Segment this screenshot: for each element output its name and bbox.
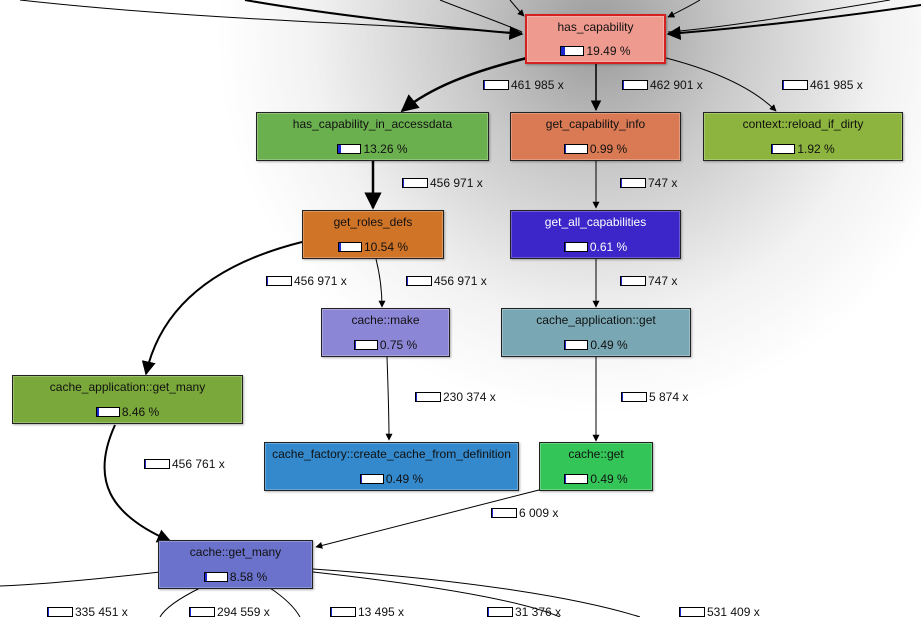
edge-label: 747 x [620,274,677,288]
node-percent: 0.49 % [385,472,424,486]
node-has-capability[interactable]: has_capability 19.49 % [525,14,666,64]
edge-e14 [159,587,201,617]
percent-bar [563,144,588,154]
edge-in-5 [667,0,701,18]
edge-label: 462 901 x [622,78,703,92]
node-percent: 0.75 % [379,338,418,352]
edge-in-4 [509,0,525,17]
percent-bar [95,407,120,417]
node-cache-application-get-many[interactable]: cache_application::get_many 8.46 % [12,375,243,424]
node-label: context::reload_if_dirty [742,117,864,131]
edge-label: 6 009 x [491,506,558,520]
edge-label: 294 559 x [189,605,270,619]
edge-in-6 [666,4,921,41]
edge-label: 747 x [620,176,677,190]
edge-label: 456 971 x [266,274,347,288]
edge-in-7 [667,0,891,33]
node-label: cache_application::get [536,313,656,327]
node-label: cache_factory::create_cache_from_definit… [272,447,511,461]
edge-label: 335 451 x [47,605,128,619]
node-percent: 13.26 % [363,142,408,156]
node-percent: 1.92 % [797,142,835,156]
node-percent: 0.99 % [589,142,628,156]
percent-bar [564,340,589,350]
edge-e12 [315,489,540,549]
edge-e3 [665,57,777,112]
percent-bar [560,46,585,56]
node-cache-application-get[interactable]: cache_application::get 0.49 % [501,308,691,357]
edge-in-2 [244,0,524,40]
percent-bar [771,144,796,154]
node-cache-make[interactable]: cache::make 0.75 % [321,308,450,357]
percent-bar [359,474,384,484]
node-percent: 0.49 % [590,338,628,352]
node-label: has_capability_in_accessdata [292,117,453,131]
percent-bar [337,242,362,252]
node-has-capability-in-accessdata[interactable]: has_capability_in_accessdata 13.26 % [256,112,489,161]
edge-label: 456 971 x [406,274,487,288]
node-label: has_capability [557,20,634,34]
node-label: get_capability_info [545,117,646,131]
edge-e13 [0,571,161,587]
node-context-reload-if-dirty[interactable]: context::reload_if_dirty 1.92 % [703,112,903,161]
node-label: cache_application::get_many [49,380,206,394]
edge-label: 5 874 x [621,390,688,404]
edge-e11 [103,424,172,543]
edge-label: 230 374 x [415,390,496,404]
node-percent: 8.46 % [121,405,160,419]
percent-bar [563,242,588,252]
node-label: cache::get_many [189,545,282,559]
edge-label: 461 985 x [483,78,564,92]
edge-e1 [400,56,528,113]
node-percent: 0.61 % [589,240,628,254]
node-get-capability-info[interactable]: get_capability_info 0.99 % [510,112,681,161]
node-percent: 10.54 % [363,240,409,254]
edge-e16 [312,571,561,617]
edge-label: 531 409 x [679,605,760,619]
node-get-all-capabilities[interactable]: get_all_capabilities 0.61 % [510,210,681,259]
edge-label: 456 761 x [144,457,225,471]
edge-in-3 [439,0,523,33]
edge-label: 461 985 x [782,78,863,92]
node-percent: 19.49 % [586,44,631,58]
node-cache-factory-create[interactable]: cache_factory::create_cache_from_definit… [264,442,519,491]
node-percent: 8.58 % [229,570,268,584]
edge-e6 [141,241,303,376]
node-label: cache::get [568,447,624,461]
edge-e9 [385,356,393,441]
edge-e14b [269,587,301,617]
node-percent: 0.49 % [590,472,628,486]
edge-label: 456 971 x [402,176,483,190]
percent-bar [564,474,589,484]
node-label: cache::make [351,313,420,327]
node-cache-get[interactable]: cache::get 0.49 % [539,442,653,491]
edge-e7 [375,258,386,308]
edge-e17 [312,568,641,617]
percent-bar [337,144,362,154]
node-cache-get-many[interactable]: cache::get_many 8.58 % [158,540,313,589]
node-get-roles-defs[interactable]: get_roles_defs 10.54 % [302,210,444,259]
node-label: get_all_capabilities [544,215,647,229]
percent-bar [353,340,378,350]
percent-bar [203,572,228,582]
node-label: get_roles_defs [333,215,413,229]
